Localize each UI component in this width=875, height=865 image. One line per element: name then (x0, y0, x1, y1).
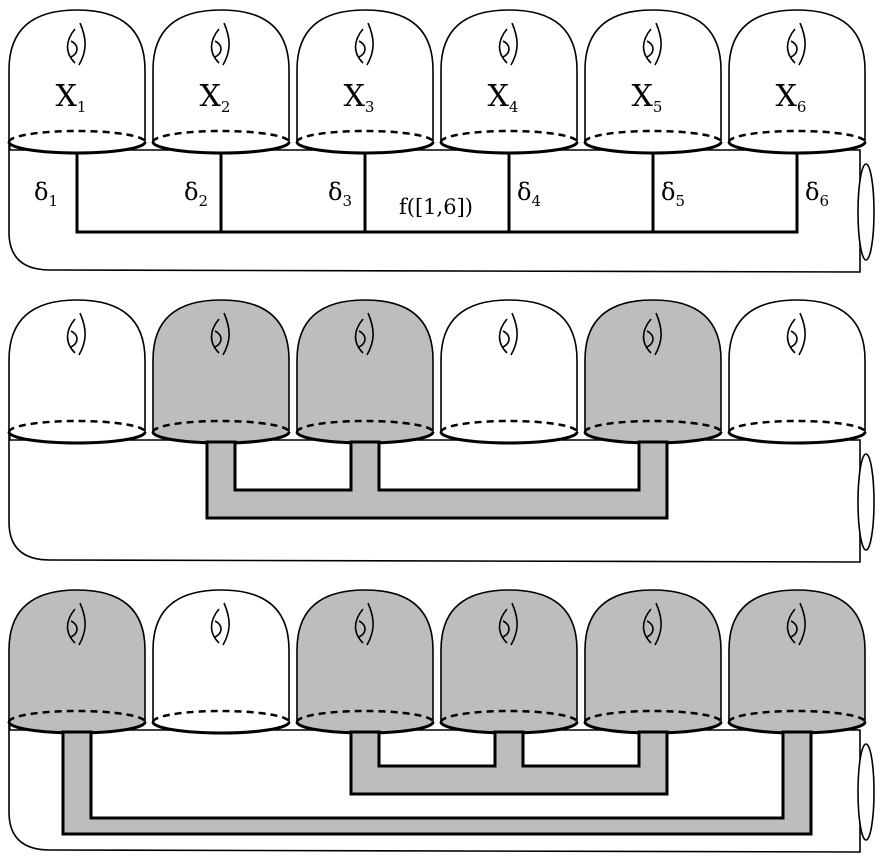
surface-lobe (441, 300, 577, 443)
surface-lobe (729, 10, 865, 153)
surface-lobe (9, 590, 145, 733)
boundary-tube (858, 164, 874, 260)
surface-lobe (297, 590, 433, 733)
surface-lobe (153, 300, 289, 443)
surface-lobe (441, 10, 577, 153)
surface-lobe (9, 10, 145, 153)
surface-lobe (441, 590, 577, 733)
panel-2 (9, 300, 874, 562)
surface-lobe (585, 10, 721, 153)
boundary-tube (858, 454, 874, 550)
panel-3 (9, 590, 874, 852)
boundary-tube (858, 744, 874, 840)
surface-lobe (9, 300, 145, 443)
surface-lobe (153, 590, 289, 733)
surface-lobe (729, 590, 865, 733)
surface-lobe (585, 590, 721, 733)
surface-lobe (153, 10, 289, 153)
surface-lobe (297, 10, 433, 153)
surface-lobe (297, 300, 433, 443)
surface-lobe (729, 300, 865, 443)
graph-label: f([1,6]) (399, 195, 473, 219)
surface-lobe (585, 300, 721, 443)
